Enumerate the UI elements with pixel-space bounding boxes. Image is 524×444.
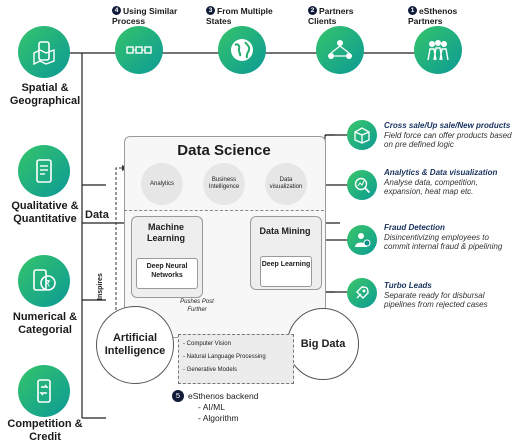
ds-circle-data-visualization: Data visualization bbox=[265, 163, 307, 205]
person-alert-icon bbox=[347, 225, 377, 255]
ds-circle-business-intelligence: Business Intelligence bbox=[203, 163, 245, 205]
map-phone-icon bbox=[18, 26, 70, 78]
backend-item-nlp: - Natural Language Processing bbox=[183, 354, 266, 360]
big-data-circle: Big Data bbox=[287, 308, 359, 380]
step-badge-3: 3 bbox=[206, 6, 215, 15]
rupee-card-icon: ₹ bbox=[18, 255, 70, 307]
artificial-intelligence-circle: Artificial Intelligence bbox=[96, 306, 174, 384]
right-title-cross-sale: Cross sale/Up sale/New products bbox=[384, 121, 511, 130]
inspires-dashed bbox=[115, 167, 122, 325]
right-desc-cross-sale: Field force can offer products based on … bbox=[384, 131, 512, 149]
machine-learning-title: Machine Learning bbox=[146, 222, 185, 243]
right-title-analytics: Analytics & Data visualization bbox=[384, 168, 498, 177]
left-label-competition: Competition & Credit bbox=[7, 418, 83, 443]
left-label-numerical: Numerical & Categorial bbox=[12, 311, 78, 336]
backend-list-box: - Computer Vision - Natural Language Pro… bbox=[178, 334, 294, 384]
backend-title: eSthenos backend bbox=[188, 391, 259, 401]
top-label-1-text: eSthenos Partners bbox=[408, 6, 458, 26]
svg-text:₹: ₹ bbox=[45, 280, 51, 290]
right-title-fraud: Fraud Detection bbox=[384, 223, 445, 232]
right-desc-fraud: Disincentivizing employees to commit int… bbox=[384, 233, 503, 251]
process-flow-icon bbox=[115, 26, 163, 74]
step-badge-5: 5 bbox=[172, 390, 184, 402]
step-badge-2: 2 bbox=[308, 6, 317, 15]
right-desc-turbo: Separate ready for disbursal pipelines f… bbox=[384, 291, 488, 309]
top-label-3-text: From Multiple States bbox=[206, 6, 273, 26]
right-desc-analytics: Analyse data, competition, expansion, he… bbox=[384, 178, 478, 196]
backend-item-generative: - Generative Models bbox=[183, 367, 238, 373]
network-people-icon bbox=[316, 26, 364, 74]
data-label: Data bbox=[85, 209, 109, 221]
top-label-4-text: Using Similar Process bbox=[112, 6, 178, 26]
rocket-icon bbox=[347, 278, 377, 308]
magnifier-chart-icon bbox=[347, 170, 377, 200]
tablet-chart-icon bbox=[18, 145, 70, 197]
step-badge-1: 1 bbox=[408, 6, 417, 15]
step-badge-4: 4 bbox=[112, 6, 121, 15]
deep-learning-box: Deep Learning bbox=[260, 256, 312, 287]
inspires-label: Inspires bbox=[97, 273, 104, 300]
left-label-qualitative: Qualitative & Quantitative bbox=[11, 200, 79, 225]
people-group-icon bbox=[414, 26, 462, 74]
phone-exchange-icon bbox=[18, 365, 70, 417]
ds-circle-analytics: Analytics bbox=[141, 163, 183, 205]
left-label-spatial: Spatial & Geographical bbox=[9, 82, 81, 107]
backend-item-algorithm: - Algorithm bbox=[198, 413, 239, 423]
product-box-icon bbox=[347, 120, 377, 150]
ds-divider bbox=[124, 210, 324, 211]
globe-icon bbox=[218, 26, 266, 74]
pushes-post-further-label: Pushes Post Further bbox=[180, 299, 214, 313]
right-title-turbo: Turbo Leads bbox=[384, 281, 432, 290]
data-mining-title: Data Mining bbox=[259, 226, 311, 236]
top-label-2-text: Partners Clients bbox=[308, 6, 354, 26]
backend-item-aiml: - AI/ML bbox=[198, 402, 225, 412]
data-science-title: Data Science bbox=[177, 142, 271, 159]
deep-neural-networks-box: Deep Neural Networks bbox=[136, 258, 198, 289]
backend-item-computer-vision: - Computer Vision bbox=[183, 341, 231, 347]
